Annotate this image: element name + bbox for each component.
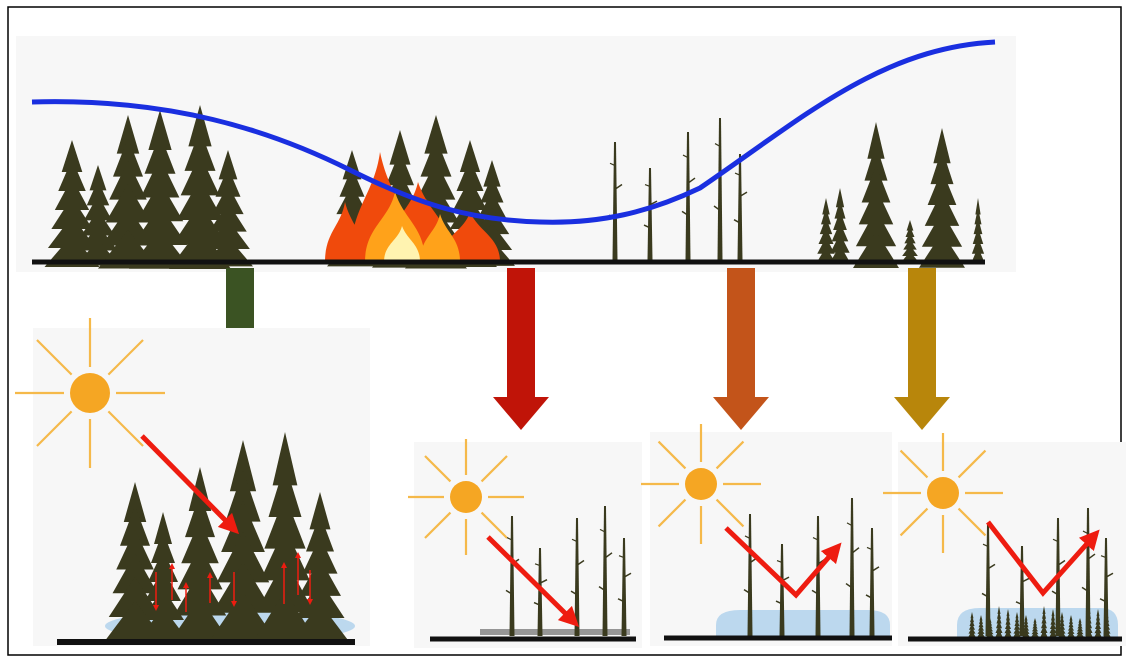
conifer-tree-icon	[968, 612, 976, 638]
charred-ground	[480, 629, 630, 635]
conifer-tree-icon	[1085, 606, 1093, 638]
conifer-tree-icon	[1076, 618, 1084, 638]
dead-snag-icon	[1099, 538, 1114, 636]
dead-snag-icon	[598, 506, 613, 636]
albedo-curve	[31, 39, 996, 225]
conifer-tree-icon	[1103, 612, 1111, 638]
conifer-tree-icon	[816, 198, 836, 264]
sun-icon	[408, 439, 524, 555]
conifer-tree-icon	[129, 110, 191, 269]
figure-frame	[7, 6, 1122, 656]
dead-snag-icon	[743, 514, 758, 636]
incoming-sunlight-ray	[140, 434, 240, 535]
conifer-tree-icon	[1049, 609, 1057, 638]
panel-open-snow	[641, 424, 892, 646]
conifer-tree-icon	[1031, 618, 1039, 638]
arrow-fire	[493, 268, 549, 430]
conifer-tree-icon	[1094, 609, 1102, 638]
conifer-tree-icon	[169, 105, 231, 270]
conifer-tree-icon	[105, 482, 165, 641]
dead-snag-icon	[845, 498, 860, 636]
sun-icon	[883, 433, 1003, 553]
sun-icon	[15, 318, 165, 468]
arrow-post-fire	[713, 268, 769, 430]
panel-seedlings-in-snow	[883, 433, 1126, 646]
conifer-tree-icon	[203, 150, 253, 267]
fire-icon	[325, 152, 500, 262]
conifer-tree-icon	[977, 615, 985, 638]
snow-cover	[716, 610, 890, 637]
conifer-tree-icon	[986, 618, 994, 638]
conifer-tree-icon	[919, 128, 965, 268]
panel-dense-canopy	[15, 318, 370, 646]
conifer-tree-icon	[1058, 612, 1066, 638]
dead-snag-icon	[617, 538, 632, 636]
conifer-tree-icon	[292, 492, 348, 641]
panel-background	[414, 442, 642, 648]
dead-snag-icon	[865, 528, 880, 636]
panel-charred-ground	[408, 439, 642, 648]
conifer-tree-icon	[1022, 615, 1030, 638]
dead-snag-icon	[643, 168, 658, 260]
sun-icon	[641, 424, 761, 544]
reflected-sunlight-ray	[986, 520, 1100, 597]
reflected-sunlight-ray	[724, 526, 842, 599]
conifer-tree-icon	[995, 606, 1003, 638]
dead-snag-icon	[733, 154, 748, 260]
conifer-tree-icon	[901, 220, 919, 263]
conifer-tree-icon	[853, 122, 899, 269]
conifer-tree-icon	[1067, 615, 1075, 638]
arrow-recovery	[894, 268, 950, 430]
dead-snag-icon	[775, 544, 790, 636]
conifer-tree-icon	[971, 198, 985, 264]
conifer-tree-icon	[829, 188, 851, 265]
dead-snag-icon	[533, 548, 548, 636]
absorbed-sunlight-ray	[486, 535, 580, 628]
conifer-tree-icon	[1013, 612, 1021, 638]
conifer-tree-icon	[208, 440, 278, 644]
dead-snag-icon	[981, 524, 996, 636]
conifer-tree-icon	[1004, 609, 1012, 638]
conifer-tree-icon	[1040, 606, 1048, 638]
